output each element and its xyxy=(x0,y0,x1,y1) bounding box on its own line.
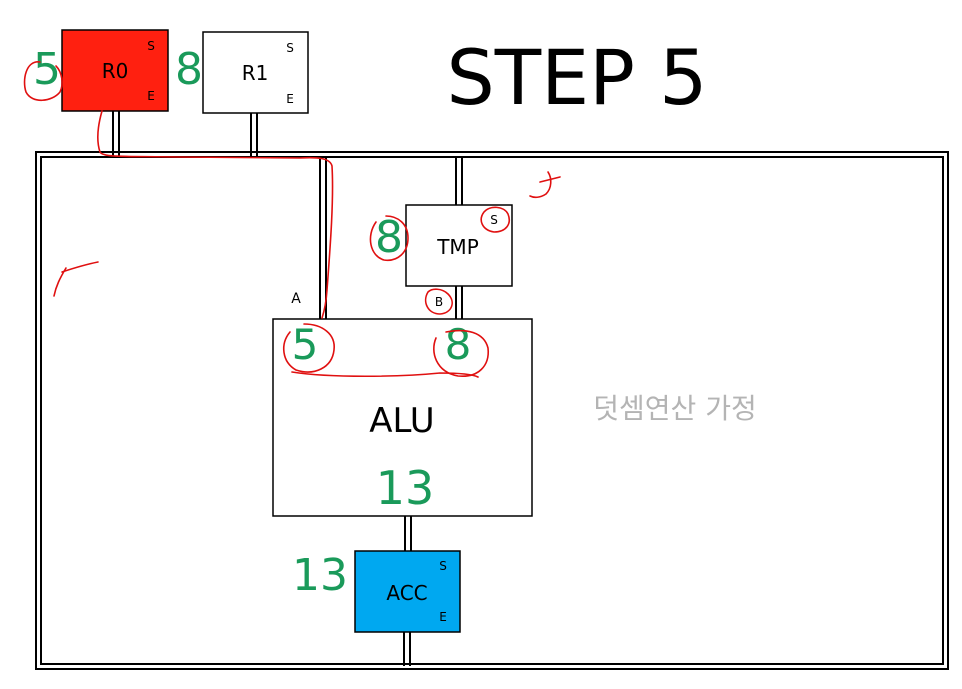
register-acc-flag-e: E xyxy=(439,610,447,624)
register-tmp-name: TMP xyxy=(436,235,479,259)
alu-output-value: 13 xyxy=(376,461,435,515)
tmp-value-circle xyxy=(369,215,409,262)
register-tmp[interactable]: TMP S xyxy=(405,204,513,287)
register-r1-flag-s: S xyxy=(286,41,294,55)
register-r1-value: 8 xyxy=(175,44,203,95)
register-tmp-flag-s: S xyxy=(490,213,498,227)
alu-b-circle xyxy=(433,329,489,377)
register-acc-box xyxy=(354,550,461,633)
r0-value-circle xyxy=(23,61,63,102)
register-r1[interactable]: R1 S E xyxy=(202,31,309,114)
register-r0-flag-e: E xyxy=(147,89,155,103)
b-label-circle xyxy=(424,288,453,315)
register-r0[interactable]: R0 S E xyxy=(61,29,169,112)
bus-frame-inner xyxy=(40,156,944,665)
r0-to-alu-trace xyxy=(97,110,334,319)
register-r1-name: R1 xyxy=(242,61,269,85)
bus-frame-outer xyxy=(35,151,949,670)
operation-note: 덧셈연산 가정 xyxy=(593,392,756,425)
register-tmp-value: 8 xyxy=(375,212,403,263)
register-r1-flag-e: E xyxy=(286,92,294,106)
red-annotations xyxy=(23,61,561,378)
alu-underline xyxy=(291,371,479,378)
alu-input-b-label: B xyxy=(435,295,443,309)
page-title: STEP 5 xyxy=(446,33,707,122)
alu-input-b-value: 8 xyxy=(445,320,472,369)
alu-input-a-label: A xyxy=(291,291,301,307)
register-acc-name: ACC xyxy=(386,581,427,605)
mark-right xyxy=(529,171,561,199)
alu[interactable]: ALU A B 5 8 13 xyxy=(272,291,533,517)
register-r1-box xyxy=(202,31,309,114)
register-acc-flag-s: S xyxy=(439,559,447,573)
alu-name: ALU xyxy=(369,401,434,441)
register-r0-flag-s: S xyxy=(147,39,155,53)
register-acc[interactable]: ACC S E xyxy=(354,550,461,633)
register-r0-name: R0 xyxy=(102,59,129,83)
register-acc-value: 13 xyxy=(292,550,348,601)
alu-a-circle xyxy=(283,323,335,373)
register-r0-box xyxy=(61,29,169,112)
register-r0-value: 5 xyxy=(33,44,61,95)
alu-input-a-value: 5 xyxy=(292,320,319,369)
register-tmp-box xyxy=(405,204,513,287)
mark-left xyxy=(53,261,99,297)
wires xyxy=(112,111,463,666)
tmp-s-circle xyxy=(480,206,510,233)
